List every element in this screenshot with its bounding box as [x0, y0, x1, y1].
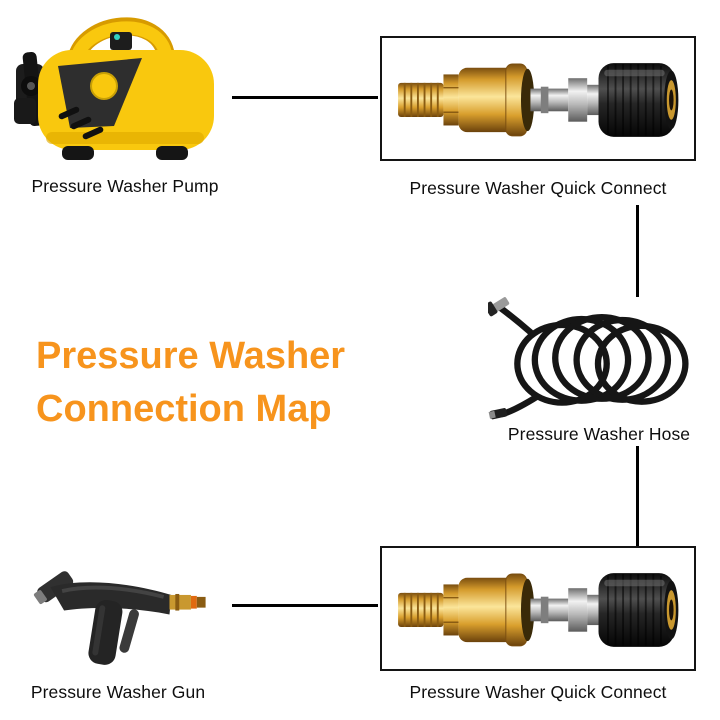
gun-label: Pressure Washer Gun — [30, 682, 206, 702]
pressure-washer-gun-icon — [33, 571, 206, 665]
pressure-washer-hose-icon — [488, 297, 689, 420]
connector-line-hose-to-quick-connect — [636, 446, 639, 546]
map-title-line2: Connection Map — [36, 388, 332, 430]
map-title-line1: Pressure Washer — [36, 335, 346, 377]
quick-connect-label-bottom: Pressure Washer Quick Connect — [409, 682, 667, 702]
quick-connect-box-bottom — [380, 546, 696, 671]
quick-connect-icon-top — [390, 47, 686, 151]
pump-label: Pressure Washer Pump — [31, 176, 219, 196]
connector-line-gun-to-quick-connect — [232, 604, 378, 607]
pressure-washer-pump-icon — [14, 17, 214, 160]
hose-label: Pressure Washer Hose — [507, 424, 691, 444]
quick-connect-icon-bottom — [390, 557, 686, 661]
connector-line-quick-connect-to-hose — [636, 205, 639, 297]
map-title: Pressure Washer Connection Map — [36, 330, 345, 436]
quick-connect-box-top — [380, 36, 696, 161]
quick-connect-label-top: Pressure Washer Quick Connect — [409, 178, 667, 198]
connector-line-pump-to-quick-connect — [232, 96, 378, 99]
